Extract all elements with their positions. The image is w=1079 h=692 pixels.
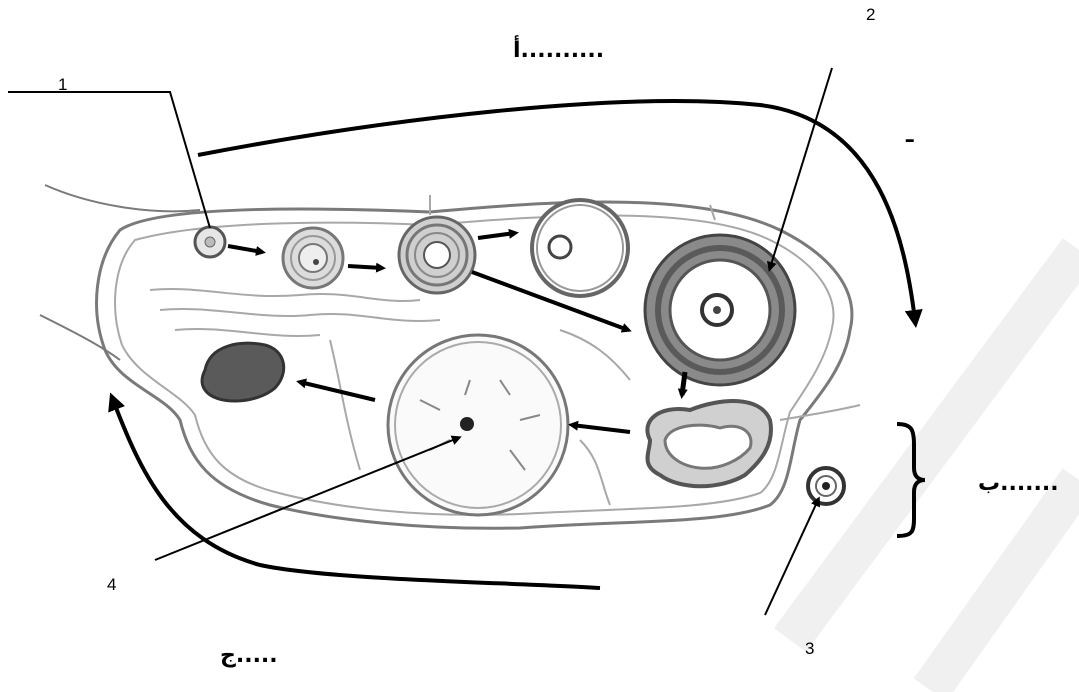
blank-label-alef: أ.......... (513, 34, 604, 63)
blank-label-ba: ب....... (978, 471, 1059, 496)
tertiary-follicle (399, 217, 475, 293)
label-part-2: 2 (866, 5, 875, 24)
label-part-4: 4 (107, 575, 116, 594)
corpus-luteum (388, 335, 568, 515)
released-ovum (808, 468, 844, 504)
antral-follicle (532, 200, 628, 296)
label-part-1: 1 (58, 75, 67, 94)
stray-mark: ـ (905, 123, 914, 148)
corpus-albicans (202, 343, 284, 401)
label-part-3: 3 (805, 639, 814, 658)
blank-label-jim: ج..... (220, 643, 278, 668)
primary-follicle (195, 227, 225, 257)
ruptured-follicle (647, 401, 771, 486)
secondary-follicle (283, 228, 343, 288)
